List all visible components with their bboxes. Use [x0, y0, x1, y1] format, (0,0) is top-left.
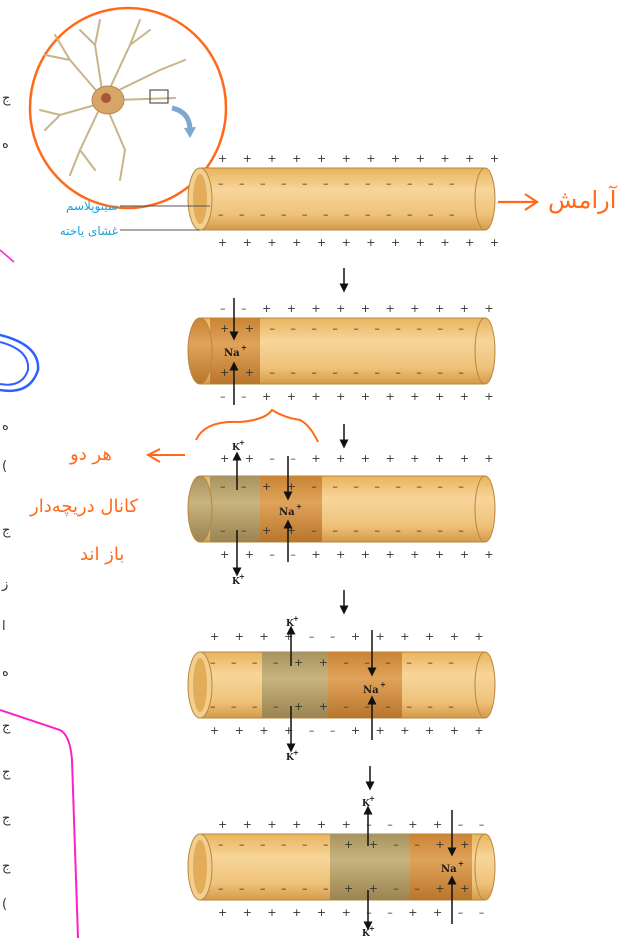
svg-text:ج: ج [2, 719, 11, 734]
svg-text:K: K [286, 753, 295, 763]
svg-text:Na: Na [441, 864, 457, 875]
svg-text:ز: ز [1, 577, 8, 592]
svg-text:ج: ج [2, 91, 11, 106]
magenta-line-annotation [0, 709, 79, 938]
neuron-illustration [28, 6, 228, 210]
svg-text:+: + [293, 748, 299, 757]
svg-text:+: + [241, 343, 247, 352]
svg-text:– – + + + + + + + + + +: – – + + + + + + + + + + [220, 302, 500, 315]
svg-text:+: + [369, 924, 375, 933]
svg-text:+ + + + + + + + + + + +: + + + + + + + + + + + + [218, 152, 505, 165]
svg-text:+ + + + – – + + + + + +: + + + + – – + + + + + + [210, 724, 490, 737]
svg-text:ه: ه [2, 665, 9, 680]
svg-text:– – + + – – – – – – – –: – – + + – – – – – – – – [220, 524, 470, 537]
svg-text:+: + [369, 794, 375, 803]
svg-text:(: ( [2, 897, 7, 912]
blue-curve-annotation [0, 333, 40, 393]
svg-text:ا: ا [2, 619, 6, 634]
axon-segment-rest: + + + + + + + + + + + + – – – – – – – – … [60, 152, 505, 249]
handwritten-annotations: آرامش هر دو کانال دریچه‌دار باز اند [0, 185, 618, 938]
svg-text:+ + + + – – + + + + + +: + + + + – – + + + + + + [210, 630, 490, 643]
svg-text:+ + + + + + + + + + + +: + + + + + + + + + + + + [218, 236, 505, 249]
svg-text:+ + – – + + + + + + + +: + + – – + + + + + + + + [220, 452, 500, 465]
svg-text:+: + [458, 859, 464, 868]
svg-text:ه: ه [2, 419, 9, 434]
svg-text:Na: Na [279, 507, 295, 518]
svg-text:– – – – – – + + – – + +: – – – – – – + + – – + + [218, 838, 475, 851]
svg-text:K: K [232, 577, 241, 587]
cytoplasm-label: سیتوپلاسم [66, 199, 118, 214]
both-annotation: هر دو [69, 444, 112, 465]
left-margin-fragments: ج ه ه ( ج ز ا ه ج ج ج ج ( [1, 91, 11, 912]
svg-text:+: + [380, 680, 386, 689]
svg-text:– – – – – – – – – – – –: – – – – – – – – – – – – [218, 208, 460, 221]
svg-text:– – + + + + + + + + + +: – – + + + + + + + + + + [220, 390, 500, 403]
svg-text:– – + + – – – – – – – –: – – + + – – – – – – – – [220, 480, 470, 493]
svg-text:+ + – – – – – – – – – –: + + – – – – – – – – – – [220, 322, 470, 335]
svg-text:– – – – + + – – – – – –: – – – – + + – – – – – – [210, 656, 460, 669]
svg-text:K: K [286, 619, 295, 629]
membrane-label: غشای یاخته [60, 224, 118, 238]
svg-text:Na: Na [363, 685, 379, 696]
svg-text:+: + [293, 614, 299, 623]
open-annotation: باز اند [80, 544, 124, 565]
svg-text:+ + + + + + – – + + – –: + + + + + + – – + + – – [218, 906, 490, 919]
svg-text:– – – – – – + + – – + +: – – – – – – + + – – + + [218, 882, 475, 895]
svg-text:– – – – + + – – – – – –: – – – – + + – – – – – – [210, 700, 460, 713]
svg-text:+ + + + + + – – + + – –: + + + + + + – – + + – – [218, 818, 490, 831]
svg-text:ج: ج [2, 765, 11, 780]
svg-text:+: + [296, 502, 302, 511]
orange-circle-annotation [28, 6, 228, 210]
axon-segment-depolarization: – – + + + + + + + + + + + + – – – – – – … [187, 298, 500, 405]
svg-text:ج: ج [2, 523, 11, 538]
axon-segment-propagation-1: + + – – + + + + + + + + – – + + – – – – … [187, 438, 500, 587]
svg-text:+: + [239, 438, 245, 447]
svg-text:(: ( [2, 459, 7, 474]
axon-segment-propagation-3: + + + + + + – – + + – – – – – – – – + + … [187, 794, 496, 938]
svg-text:ج: ج [2, 811, 11, 826]
svg-text:ج: ج [2, 859, 11, 874]
rest-annotation: آرامش [548, 185, 618, 214]
svg-text:+ + – – + + + + + + + +: + + – – + + + + + + + + [220, 548, 500, 561]
svg-text:K: K [362, 929, 371, 938]
axon-segment-propagation-2: + + + + – – + + + + + + – – – – + + – – … [187, 614, 496, 763]
gated-channels-annotation: کانال دریچه‌دار [29, 496, 138, 517]
svg-text:+: + [239, 572, 245, 581]
svg-text:K: K [232, 443, 241, 453]
svg-text:– – – – – – – – – – – –: – – – – – – – – – – – – [218, 177, 460, 190]
svg-text:K: K [362, 799, 371, 809]
svg-text:+ + – – – – – – – – – –: + + – – – – – – – – – – [220, 366, 470, 379]
svg-text:ه: ه [2, 137, 9, 152]
na-ion-label: Na [224, 348, 240, 359]
